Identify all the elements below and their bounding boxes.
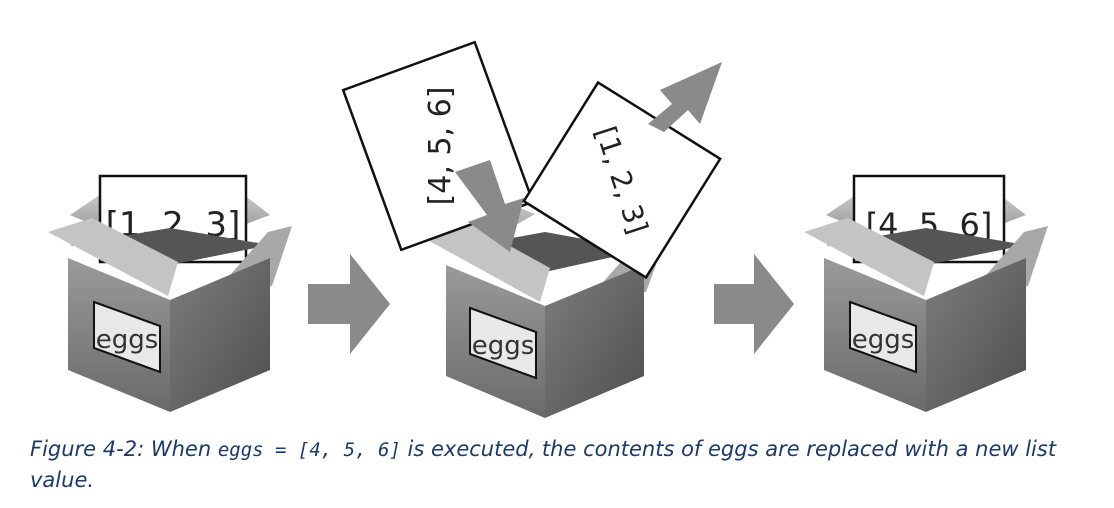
- box-right-label: eggs: [849, 300, 917, 374]
- box-right-label-text: eggs: [852, 325, 915, 355]
- box-right-front-flap-left: [804, 218, 934, 296]
- box-middle-side: [545, 265, 644, 418]
- figure-caption: Figure 4-2: When eggs = [4, 5, 6] is exe…: [30, 434, 1090, 495]
- arrow-right-2: [714, 254, 794, 354]
- box-left-label: eggs: [93, 300, 161, 374]
- arrow-out-of-box: [648, 62, 722, 132]
- caption-code: eggs = [4, 5, 6]: [217, 439, 401, 461]
- box-right-side: [926, 258, 1026, 412]
- box-middle: eggs [4, 5, 6] [1, 2, 3]: [341, 40, 722, 418]
- box-middle-label: eggs: [469, 306, 537, 380]
- box-left-front-flap-left: [48, 218, 178, 296]
- box-left-label-text: eggs: [96, 325, 159, 355]
- arrow-into-box: [455, 160, 524, 252]
- card-incoming-text: [4, 5, 6]: [423, 87, 458, 206]
- diagram: [1, 2, 3] eggs eggs: [48, 40, 1048, 418]
- box-left-side: [170, 258, 270, 412]
- caption-suffix: are replaced with a new list value.: [30, 437, 1057, 492]
- box-middle-label-text: eggs: [472, 331, 535, 361]
- box-left: [1, 2, 3] eggs: [48, 174, 292, 412]
- arrow-right-1: [308, 254, 390, 354]
- caption-variable: eggs: [708, 437, 759, 461]
- card-outgoing: [1, 2, 3]: [522, 80, 722, 280]
- caption-prefix: Figure 4-2: When: [30, 437, 218, 461]
- box-right: [4, 5, 6] eggs: [804, 174, 1048, 412]
- box-middle-front-flap-left: [424, 224, 550, 302]
- caption-middle: is executed, the contents of: [400, 437, 708, 461]
